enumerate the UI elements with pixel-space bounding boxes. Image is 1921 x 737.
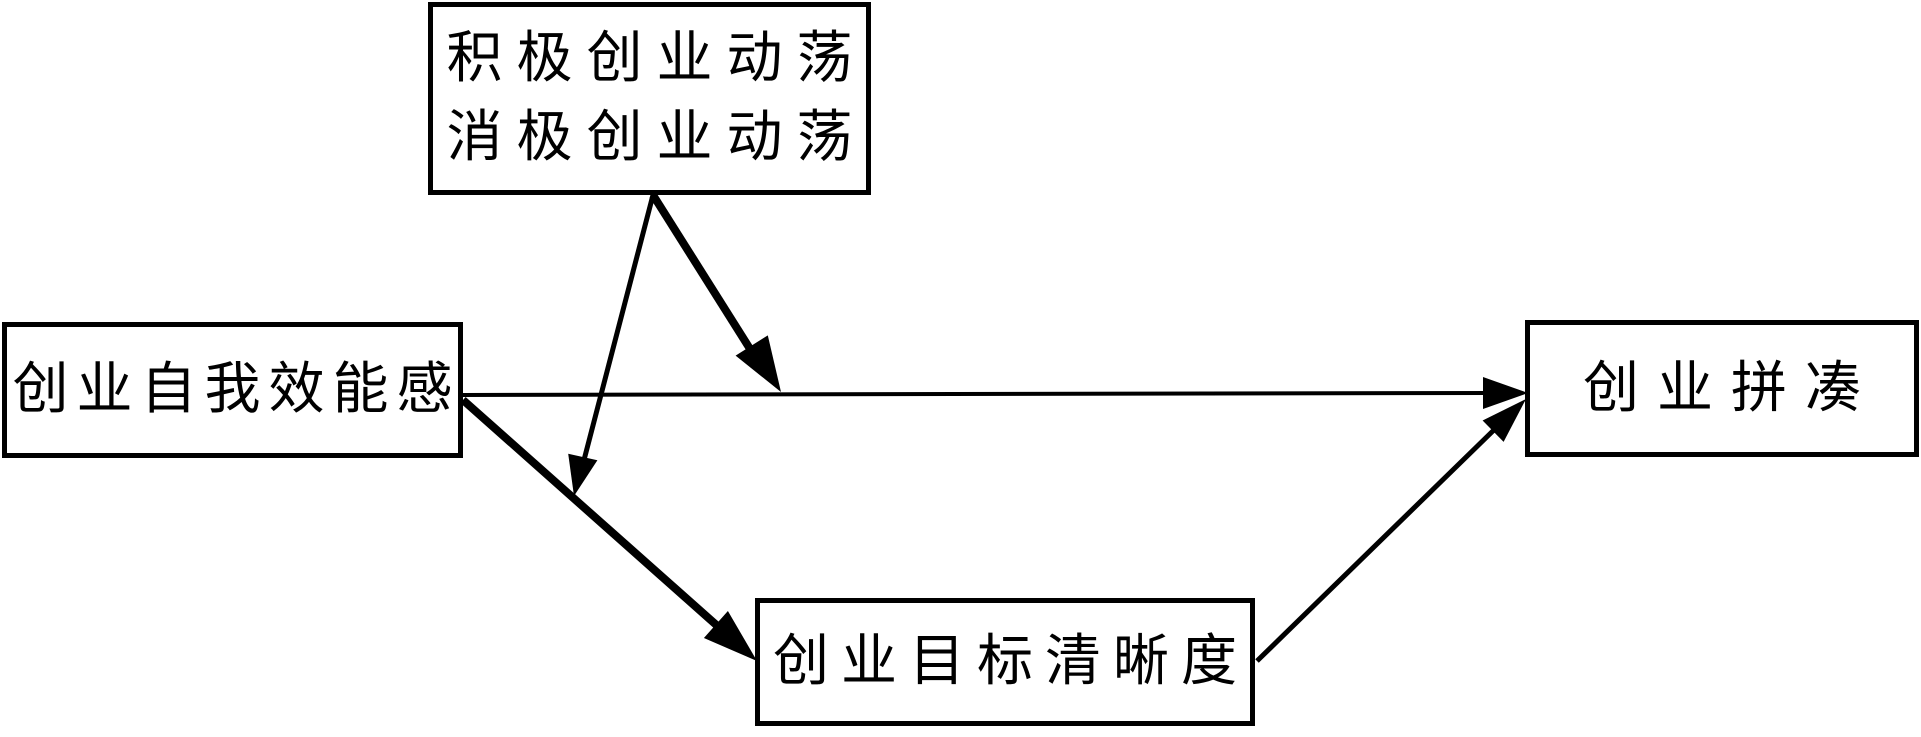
turbulence-positive-label: 积极创业动荡 [446, 25, 867, 91]
edge-turbulence-to-first-stage-path [568, 194, 656, 496]
arrowhead-onto-direct-path [735, 335, 781, 392]
goal-clarity-label: 创业目标清晰度 [773, 629, 1249, 694]
turbulence-negative-label: 消极创业动荡 [446, 105, 867, 171]
node-entrepreneurial-bricolage: 创业拼凑 [1525, 320, 1919, 457]
arrowhead-into-bricolage-direct [1483, 377, 1528, 409]
edge-turbulence-to-direct-path [649, 192, 781, 392]
arrowhead-onto-first-stage-path [568, 453, 598, 496]
node-entrepreneurial-turbulence: 积极创业动荡 消极创业动荡 [428, 2, 871, 195]
edge-self-efficacy-to-goal-clarity [460, 397, 757, 661]
bricolage-label: 创业拼凑 [1583, 355, 1879, 421]
edge-goal-clarity-to-bricolage [1255, 399, 1526, 663]
self-efficacy-label: 创业自我效能感 [12, 357, 461, 422]
arrowhead-into-goal-clarity [703, 611, 757, 661]
node-entrepreneurial-goal-clarity: 创业目标清晰度 [755, 598, 1255, 726]
arrowhead-into-bricolage-from-goal-clarity [1482, 399, 1526, 442]
edge-self-efficacy-to-bricolage [462, 377, 1528, 409]
node-entrepreneurial-self-efficacy: 创业自我效能感 [2, 322, 463, 458]
